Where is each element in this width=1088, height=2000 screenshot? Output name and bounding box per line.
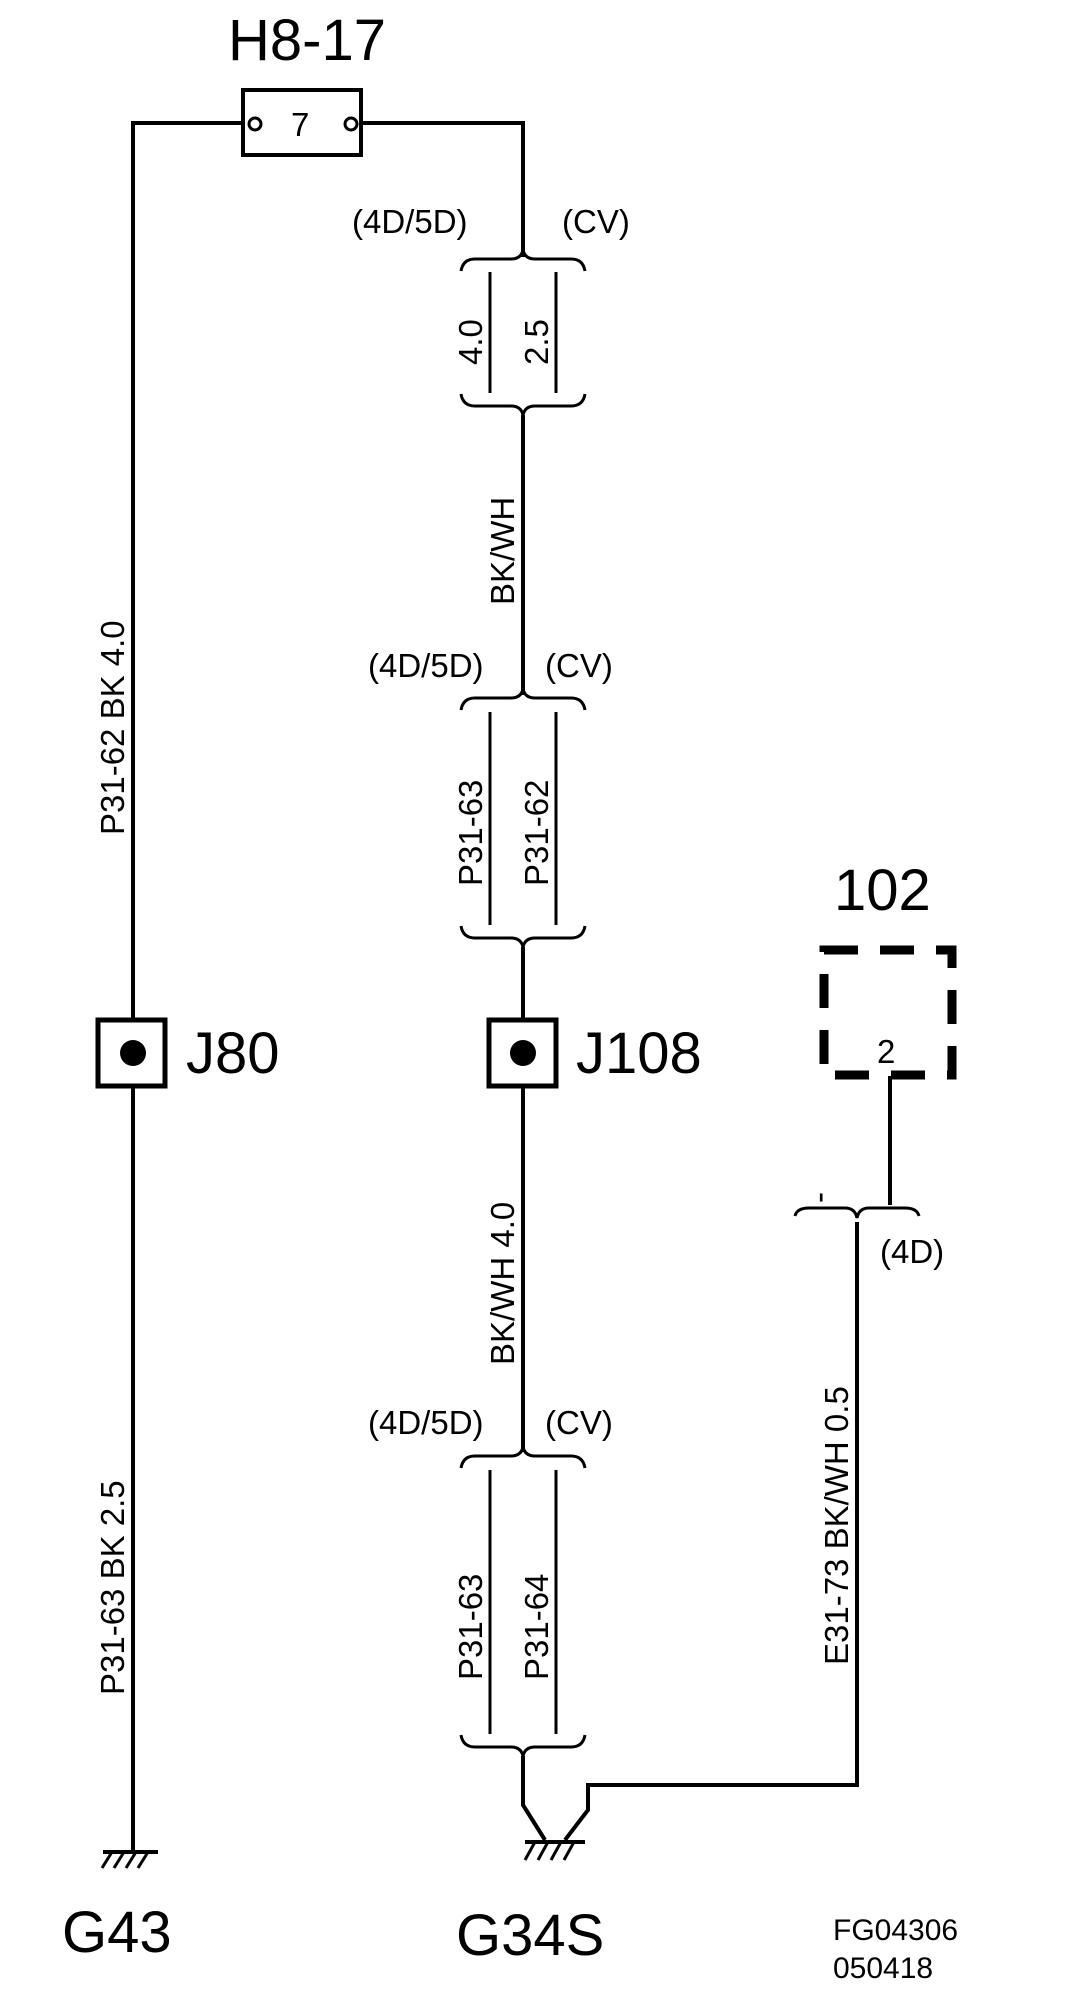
fuse-number: 7 (291, 106, 309, 143)
variant-mid-left: (4D/5D) (368, 647, 484, 684)
splice-j108-dot (510, 1040, 536, 1066)
variant-top-left: (4D/5D) (352, 203, 468, 240)
center-ground-lead (521, 1756, 547, 1842)
splice-j108-label: J108 (576, 1021, 702, 1086)
branch-mid-b: P31-62 (518, 780, 555, 886)
right-wire-label: E31-73 BK/WH 0.5 (818, 1386, 855, 1665)
brace-mid-lower (459, 925, 587, 948)
center-mid-wire-label: BK/WH 4.0 (484, 1202, 521, 1365)
branch-low-b: P31-64 (518, 1574, 555, 1680)
right-ground-lead (563, 1222, 859, 1842)
fuse-label: H8-17 (228, 8, 386, 73)
fuse-terminal-left (247, 116, 263, 132)
left-upper-wire-label: P31-62 BK 4.0 (94, 620, 131, 835)
branch-low-a: P31-63 (452, 1574, 489, 1680)
ground-g43-label: G43 (62, 1900, 172, 1965)
variant-low-right: (CV) (545, 1404, 613, 1441)
figure-date: 050418 (833, 1952, 933, 1985)
splice-j80-label: J80 (186, 1021, 280, 1086)
center-top-wire-label: BK/WH (484, 497, 521, 605)
ground-g34s-symbol (523, 1840, 585, 1861)
left-lower-wire-label: P31-63 BK 2.5 (94, 1480, 131, 1695)
brace-low-upper (459, 1446, 587, 1469)
splice-j80-dot (120, 1040, 146, 1066)
module-102-box (819, 945, 957, 1080)
brace-right (793, 1206, 921, 1219)
module-102-pin: 2 (877, 1033, 895, 1070)
ground-g34s-label: G34S (456, 1903, 604, 1968)
fuse-terminal-right (343, 116, 359, 132)
variant-top-right: (CV) (562, 203, 630, 240)
branch-mid-a: P31-63 (452, 780, 489, 886)
brace-mid-upper (459, 688, 587, 711)
brace-top-upper (459, 249, 587, 272)
ground-g43-symbol (100, 1850, 158, 1869)
brace-low-lower (459, 1734, 587, 1757)
module-102-label: 102 (834, 858, 931, 923)
left-top-wire (131, 121, 243, 1050)
variant-right: (4D) (880, 1233, 944, 1270)
brace-top-lower (459, 393, 587, 416)
figure-code: FG04306 (833, 1914, 958, 1947)
branch-size-a: 4.0 (452, 319, 489, 365)
variant-low-left: (4D/5D) (368, 1404, 484, 1441)
variant-mid-right: (CV) (545, 647, 613, 684)
variant-right-dash: - (800, 1192, 837, 1203)
branch-size-b: 2.5 (518, 319, 555, 365)
center-top-wire (361, 121, 525, 257)
